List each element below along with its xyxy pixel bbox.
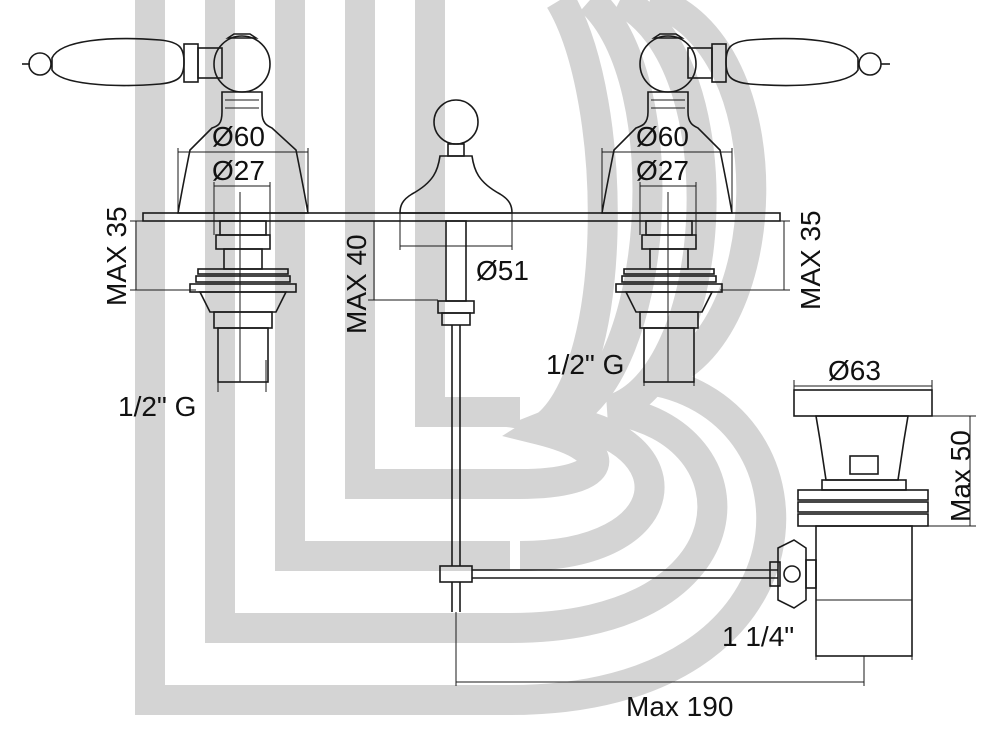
watermark-logo (135, 0, 787, 715)
label-diameter-27-left: Ø27 (212, 155, 265, 186)
label-thread-right: 1/2" G (546, 349, 624, 380)
deck-plate (142, 212, 781, 222)
dimension-lines (130, 148, 976, 686)
label-thread-left: 1/2" G (118, 391, 196, 422)
label-max40: MAX 40 (341, 234, 372, 334)
popup-waste (769, 389, 933, 657)
left-valve (22, 33, 309, 383)
label-diameter-51: Ø51 (476, 255, 529, 286)
label-max35-right: MAX 35 (795, 210, 826, 310)
label-waste-size: 1 1/4" (722, 621, 794, 652)
left-lever-handle (22, 33, 271, 93)
label-max190: Max 190 (626, 691, 733, 722)
label-diameter-60-right: Ø60 (636, 121, 689, 152)
label-diameter-60-left: Ø60 (212, 121, 265, 152)
label-diameter-27-right: Ø27 (636, 155, 689, 186)
label-max35-left: MAX 35 (101, 206, 132, 306)
right-valve (601, 33, 890, 383)
label-max50: Max 50 (945, 430, 976, 522)
label-diameter-63: Ø63 (828, 355, 881, 386)
